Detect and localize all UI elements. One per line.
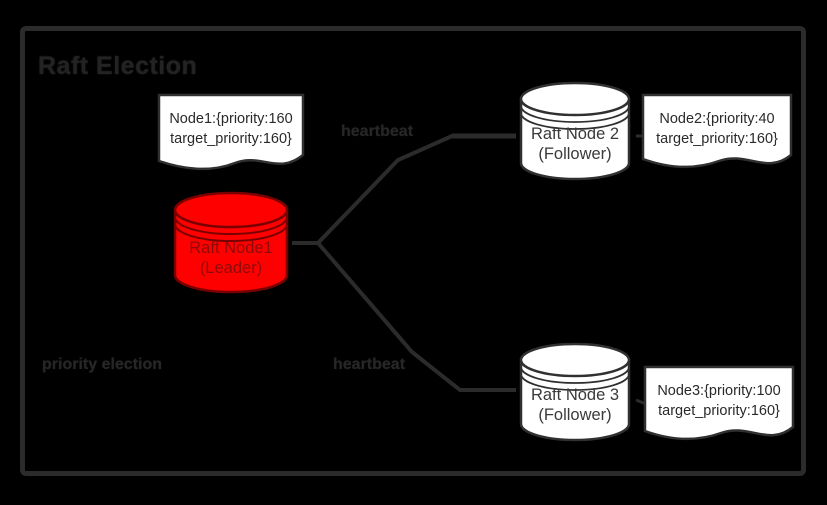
document-shape-node3 — [643, 365, 795, 441]
node-raft-node-1-leader[interactable]: Raft Node1 (Leader) — [172, 190, 290, 295]
cylinder-shape-follower-2 — [519, 81, 631, 181]
cylinder-shape-follower-3 — [519, 342, 631, 442]
callout-node2: Node2:{priority:40 target_priority:160} — [641, 93, 793, 177]
link-leader-to-follower-2 — [316, 134, 516, 245]
node-raft-node-2-follower[interactable]: Raft Node 2 (Follower) — [518, 80, 632, 182]
document-shape-node1 — [157, 93, 305, 171]
cylinder-shape-leader — [173, 191, 289, 294]
page-title: Raft Election — [38, 52, 198, 80]
document-shape-node2 — [641, 93, 793, 169]
callout-node3: Node3:{priority:100 target_priority:160} — [643, 365, 795, 449]
edge-label-heartbeat: heartbeat — [341, 123, 414, 140]
legend-label-priority-election: priority election — [42, 356, 163, 373]
legend-label-heartbeat: heartbeat — [333, 356, 406, 373]
callout-node1: Node1:{priority:160 target_priority:160} — [157, 93, 305, 177]
node-raft-node-3-follower[interactable]: Raft Node 3 (Follower) — [518, 341, 632, 443]
link-leader-to-follower-3 — [316, 241, 516, 392]
